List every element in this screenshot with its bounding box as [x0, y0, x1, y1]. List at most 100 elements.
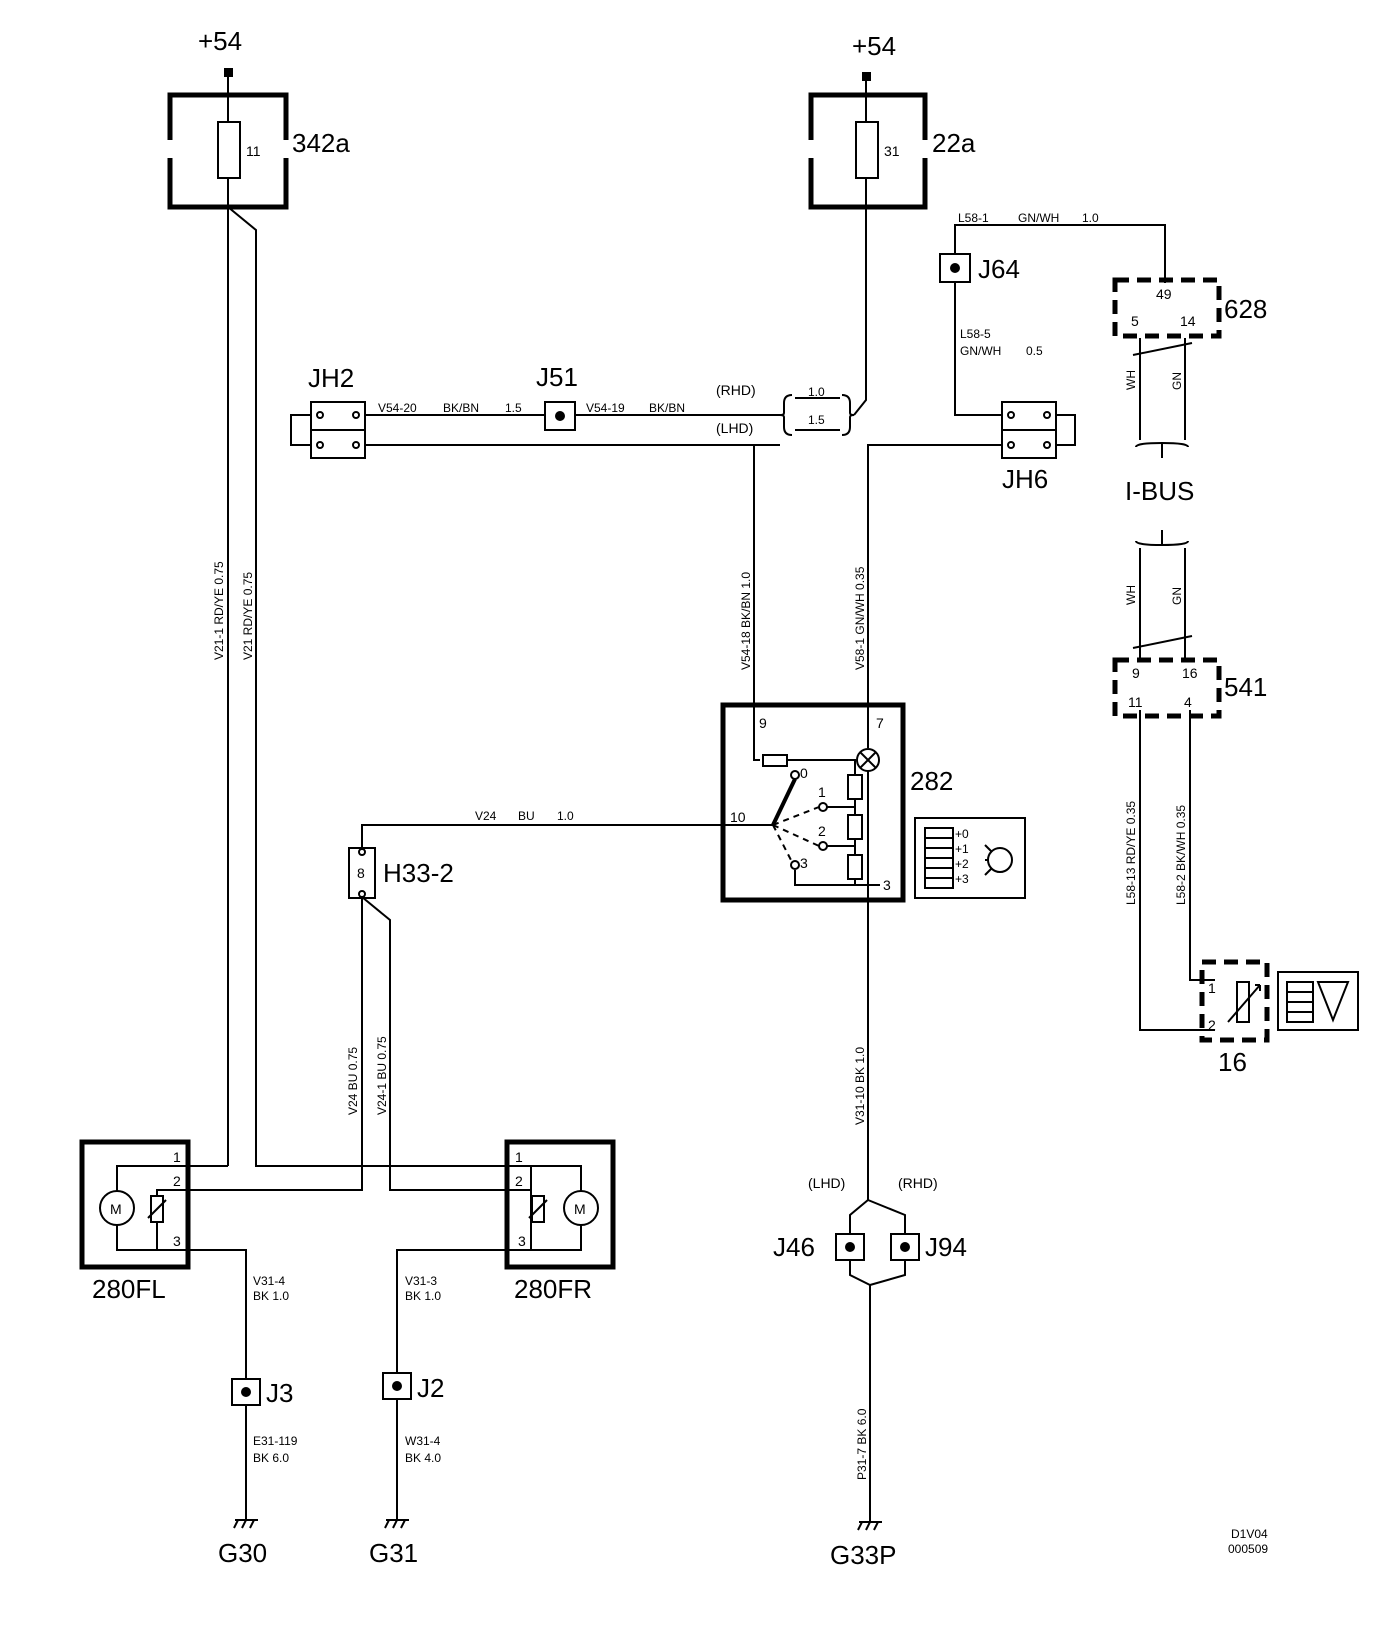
- splice-j2-label: J2: [417, 1373, 444, 1403]
- wire-label: V54-19: [586, 401, 625, 415]
- wire-label: 1.5: [808, 413, 825, 427]
- wire-label: V54-20: [378, 401, 417, 415]
- pin-label: 3: [883, 877, 891, 893]
- component-541-label: 541: [1224, 672, 1267, 702]
- doc-reference: D1V04 000509: [1228, 1527, 1268, 1556]
- fuse-342a: 11 342a: [167, 92, 350, 210]
- wire-label: V31-3: [405, 1274, 437, 1288]
- wire-label: WH: [1124, 585, 1138, 605]
- position-label: 3: [800, 855, 808, 871]
- doc-ref-code: D1V04: [1231, 1527, 1268, 1541]
- pin-label: 8: [357, 865, 365, 881]
- dimmer-symbol-icon: +0 +1 +2 +3: [914, 817, 1026, 899]
- supply-right: +54: [852, 31, 896, 95]
- pin-label: 9: [759, 715, 767, 731]
- wire-label: V54-18 BK/BN 1.0: [739, 572, 753, 670]
- symbol-label: +0: [955, 827, 969, 841]
- component-282: 9 7 10 3 282 0 1 2 3: [720, 702, 953, 903]
- wire-label: V31-10 BK 1.0: [853, 1047, 867, 1125]
- wire-label: 1.0: [557, 809, 574, 823]
- wire-label: BU: [518, 809, 535, 823]
- pin-label: 2: [173, 1173, 181, 1189]
- ground-g33p-label: G33P: [830, 1540, 897, 1570]
- wire-label: W31-4: [405, 1434, 441, 1448]
- wire-label: GN/WH: [1018, 211, 1059, 225]
- splice-j46: (LHD) J46: [773, 1175, 865, 1262]
- doc-ref-number: 000509: [1228, 1542, 1268, 1556]
- motor-280fr-label: 280FR: [514, 1274, 592, 1304]
- wire-label: V24: [475, 809, 497, 823]
- wire-label: BK 4.0: [405, 1451, 441, 1465]
- pin-label: 16: [1182, 665, 1198, 681]
- connector-jh2-label: JH2: [308, 363, 354, 393]
- ground-g30-label: G30: [218, 1538, 267, 1568]
- pin-label: 14: [1180, 313, 1196, 329]
- wire-label: BK 1.0: [253, 1289, 289, 1303]
- wire-label: GN/WH: [960, 344, 1001, 358]
- wire-label: GN: [1170, 372, 1184, 390]
- motor-280fr: M 1 2 3 280FR: [504, 1139, 616, 1304]
- connector-jh2: JH2: [290, 363, 366, 459]
- motor-label: M: [110, 1201, 122, 1217]
- fuse-icon: [855, 121, 879, 179]
- motor-280fl-label: 280FL: [92, 1274, 166, 1304]
- supply-left-label: +54: [198, 26, 242, 56]
- wire-label: V58-1 GN/WH 0.35: [853, 566, 867, 670]
- ground-g31-label: G31: [369, 1538, 418, 1568]
- ground-g30: G30: [218, 1519, 267, 1568]
- symbol-label: +3: [955, 872, 969, 886]
- pin-label: 2: [1208, 1017, 1216, 1033]
- ground-g31: G31: [369, 1519, 418, 1568]
- supply-left: +54: [198, 26, 242, 95]
- wire-label: 1.0: [808, 385, 825, 399]
- wire-label: V31-4: [253, 1274, 285, 1288]
- wire-label: V24 BU 0.75: [346, 1047, 360, 1115]
- splice-j46-label: J46: [773, 1232, 815, 1262]
- wire-label: 1.5: [505, 401, 522, 415]
- motor-280fl: M 1 2 3 280FL: [79, 1139, 191, 1304]
- motor-label: M: [574, 1201, 586, 1217]
- fuse-22a-number: 31: [884, 143, 900, 159]
- motor-icon: [99, 1190, 135, 1226]
- fuse-342a-number: 11: [246, 143, 261, 159]
- splice-j3: J3: [231, 1378, 293, 1408]
- symbol-label: +2: [955, 857, 969, 871]
- pin-label: 5: [1131, 313, 1139, 329]
- motor-icon: [563, 1190, 599, 1226]
- connector-jh6: JH6: [1001, 401, 1076, 494]
- pin-label: 1: [515, 1149, 523, 1165]
- wire-label: L58-13 RD/YE 0.35: [1124, 801, 1138, 905]
- pin-label: 10: [730, 809, 746, 825]
- splice-j94-label: J94: [925, 1232, 967, 1262]
- position-label: 0: [800, 765, 808, 781]
- wire-label: E31-119: [253, 1434, 298, 1448]
- wire-label: BK 6.0: [253, 1451, 289, 1465]
- splice-j64: J64: [939, 253, 1020, 284]
- wires: [188, 206, 1215, 1522]
- connector-jh6-label: JH6: [1002, 464, 1048, 494]
- splice-j94: (RHD) J94: [890, 1175, 967, 1262]
- fuse-342a-label: 342a: [292, 128, 350, 158]
- wire-label: 1.0: [1082, 211, 1099, 225]
- wire-label: BK 1.0: [405, 1289, 441, 1303]
- component-541: 9 16 11 4 541: [1112, 657, 1267, 719]
- wire-label: V24-1 BU 0.75: [375, 1036, 389, 1115]
- pin-label: 11: [1128, 694, 1143, 710]
- component-628-label: 628: [1224, 294, 1267, 324]
- wire-labels: L58-1 GN/WH 1.0 L58-5 GN/WH 0.5 V54-20 B…: [253, 211, 1099, 1465]
- fuse-22a: 31 22a: [808, 92, 976, 210]
- variant-label: (RHD): [716, 382, 756, 398]
- pin-label: 1: [173, 1149, 181, 1165]
- connector-h33-2: 8 H33-2: [348, 847, 454, 899]
- splice-j51-label: J51: [536, 362, 578, 392]
- fuse-icon: [217, 121, 241, 179]
- wire-label: L58-1: [958, 211, 989, 225]
- wire-label: L58-2 BK/WH 0.35: [1174, 805, 1188, 905]
- sensor-symbol-icon: [1277, 971, 1359, 1031]
- ground-g33p: G33P: [830, 1521, 897, 1570]
- wire-label: BK/BN: [649, 401, 685, 415]
- ibus-label: I-BUS: [1125, 476, 1194, 506]
- position-label: 1: [818, 784, 826, 800]
- wire-label: 0.5: [1026, 344, 1043, 358]
